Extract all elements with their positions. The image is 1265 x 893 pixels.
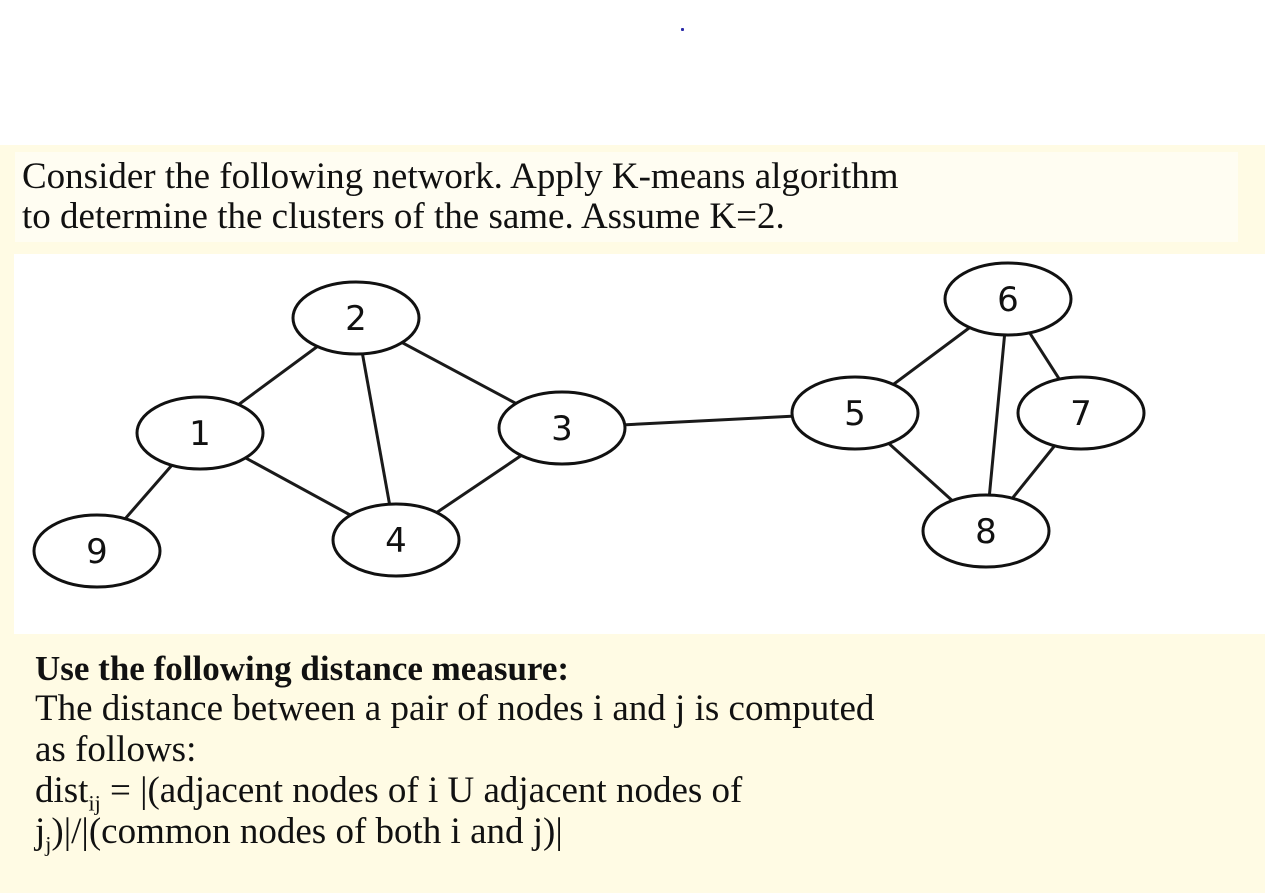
network-figure <box>14 254 1265 634</box>
measure-description: The distance between a pair of nodes i a… <box>35 688 875 770</box>
formula-subscript: ij <box>88 790 101 816</box>
formula-lead-2: j <box>35 811 46 852</box>
question-box <box>15 152 1238 242</box>
formula-line-2: jj)|/|(common nodes of both i and j)| <box>35 811 1250 855</box>
formula-subscript-2: j <box>45 831 52 857</box>
formula-rest-1: = |(adjacent nodes of i U adjacent nodes… <box>100 770 743 811</box>
measure-heading: Use the following distance measure: <box>35 649 570 688</box>
formula-lead: dist <box>35 770 89 811</box>
marker-dot <box>681 28 684 31</box>
distance-measure: Use the following distance measure: The … <box>35 649 1250 855</box>
formula-line-1: distij = |(adjacent nodes of i U adjacen… <box>35 770 1250 814</box>
formula-rest-2: )|/|(common nodes of both i and j)| <box>51 811 563 852</box>
question-text: Consider the following network. Apply K-… <box>22 156 899 237</box>
